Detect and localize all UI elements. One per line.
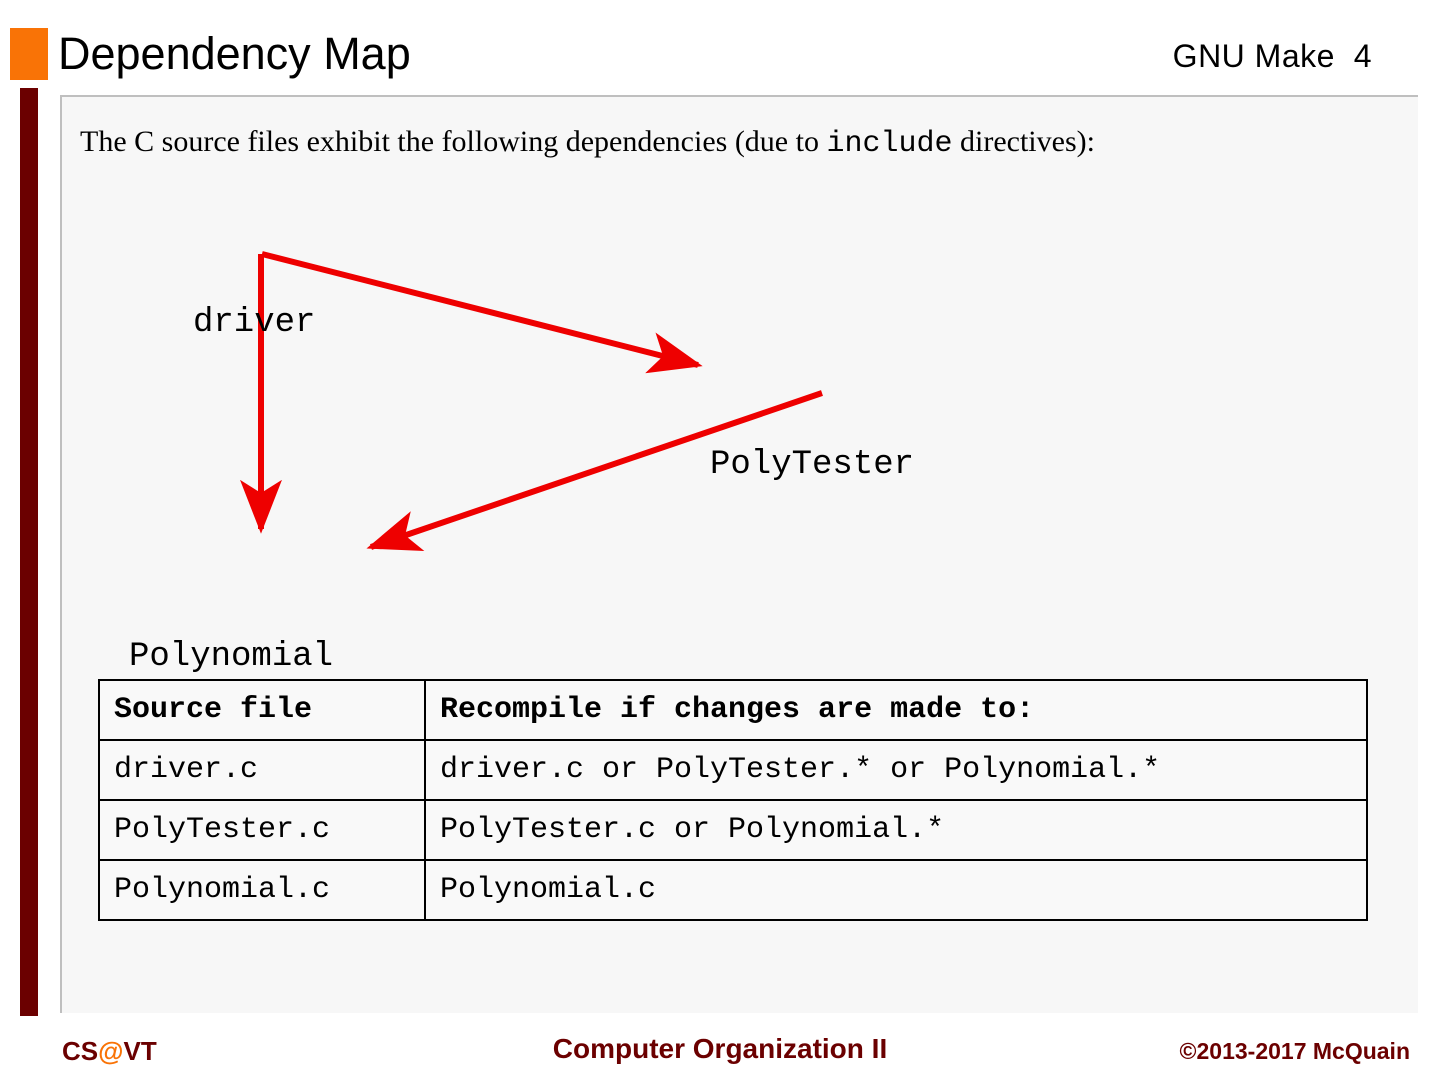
intro-text-after: directives): — [952, 125, 1095, 158]
content-panel: The C source files exhibit the following… — [60, 95, 1418, 1013]
table-cell-dependencies: driver.c or PolyTester.* or Polynomial.* — [424, 739, 1368, 801]
table-cell-source-file: driver.c — [98, 739, 426, 801]
table-cell-dependencies: Polynomial.c — [424, 859, 1368, 921]
footer-copyright: ©2013-2017 McQuain — [1179, 1038, 1410, 1064]
intro-text-before: The C source files exhibit the following… — [80, 125, 827, 158]
table-row: driver.c driver.c or PolyTester.* or Pol… — [98, 739, 1368, 801]
table-row: Polynomial.c Polynomial.c — [98, 859, 1368, 921]
page-title: Dependency Map — [58, 28, 411, 79]
diagram-node-driver: driver — [193, 304, 316, 342]
header-topic-label: GNU Make — [1172, 38, 1335, 74]
footer-at-symbol: @ — [98, 1036, 124, 1066]
diagram-node-polytester: PolyTester — [710, 446, 915, 484]
slide-number: 4 — [1353, 38, 1372, 74]
dependency-diagram — [240, 251, 823, 551]
footer-institution-pre: CS — [62, 1036, 99, 1066]
intro-sentence: The C source files exhibit the following… — [80, 123, 1095, 163]
diagram-node-polynomial: Polynomial — [129, 638, 334, 676]
table-header-source-file: Source file — [98, 679, 426, 741]
intro-code-keyword: include — [826, 127, 953, 161]
footer-institution: CS@VT — [62, 1036, 157, 1067]
dependency-table: Source file Recompile if changes are mad… — [98, 679, 1368, 921]
edge-driver-to-polytester — [261, 251, 703, 374]
orange-accent-square — [10, 28, 48, 80]
table-row: PolyTester.c PolyTester.c or Polynomial.… — [98, 799, 1368, 861]
table-cell-source-file: PolyTester.c — [98, 799, 426, 861]
footer-course-title: Computer Organization II — [552, 1033, 888, 1064]
header-topic-and-number: GNU Make 4 — [1173, 36, 1372, 76]
table-header-recompile-if: Recompile if changes are made to: — [424, 679, 1368, 741]
table-cell-dependencies: PolyTester.c or Polynomial.* — [424, 799, 1368, 861]
footer-institution-post: VT — [123, 1036, 157, 1066]
table-cell-source-file: Polynomial.c — [98, 859, 426, 921]
table-header-row: Source file Recompile if changes are mad… — [98, 679, 1368, 741]
left-accent-bar — [20, 88, 38, 1016]
header-spacer — [1335, 38, 1354, 74]
